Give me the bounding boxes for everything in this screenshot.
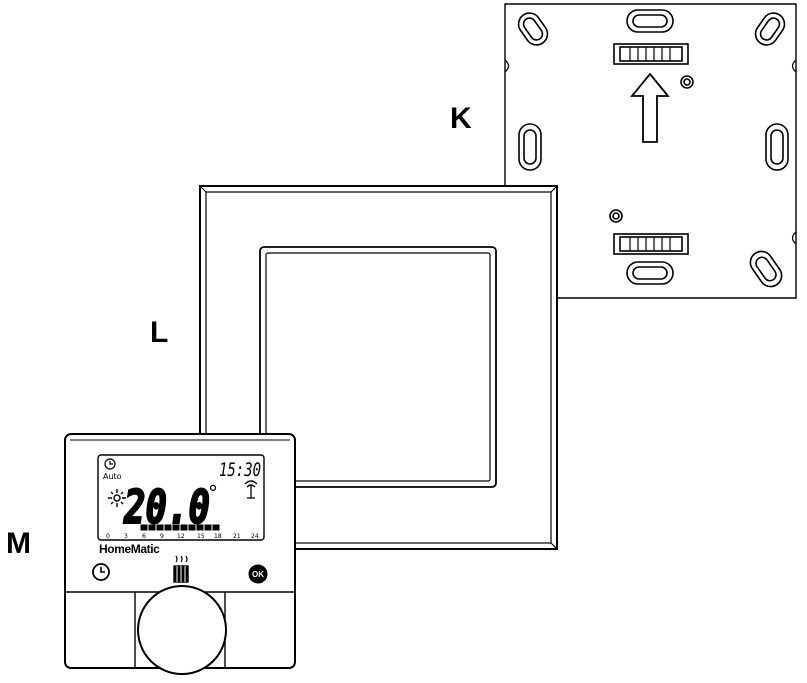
scale-tick: 15 <box>197 533 205 540</box>
sun-icon <box>108 489 126 507</box>
ok-button[interactable] <box>248 564 268 584</box>
clock-icon <box>104 458 116 470</box>
scale-tick: 18 <box>214 533 222 540</box>
scale-tick: 0 <box>106 533 110 540</box>
lcd-mode: Auto <box>103 472 122 481</box>
label-mounting-plate: K <box>450 102 472 135</box>
lcd-temperature: 20.0 <box>123 480 210 534</box>
scale-tick: 12 <box>177 533 185 540</box>
label-thermostat: M <box>6 527 31 560</box>
scale-tick: 9 <box>160 533 164 540</box>
scale-tick: 24 <box>251 533 259 540</box>
radiator-icon[interactable] <box>173 555 189 583</box>
ok-button-label: OK <box>252 570 264 579</box>
lcd-bar <box>139 522 221 533</box>
rotary-knob[interactable] <box>137 585 227 675</box>
thermostat <box>64 433 296 675</box>
clock-button[interactable] <box>92 563 110 581</box>
label-frame: L <box>150 316 168 349</box>
lcd-degree: ° <box>208 481 218 505</box>
brand-logo: HomeMatic <box>99 542 160 556</box>
antenna-icon <box>244 480 258 499</box>
lcd-time: 15:30 <box>219 459 261 481</box>
scale-tick: 6 <box>142 533 146 540</box>
scale-tick: 21 <box>233 533 241 540</box>
lcd-scale: 0 3 6 9 12 15 18 21 24 <box>106 533 259 540</box>
lcd-display <box>97 454 265 541</box>
up-arrow-icon <box>630 72 670 143</box>
scale-tick: 3 <box>124 533 128 540</box>
